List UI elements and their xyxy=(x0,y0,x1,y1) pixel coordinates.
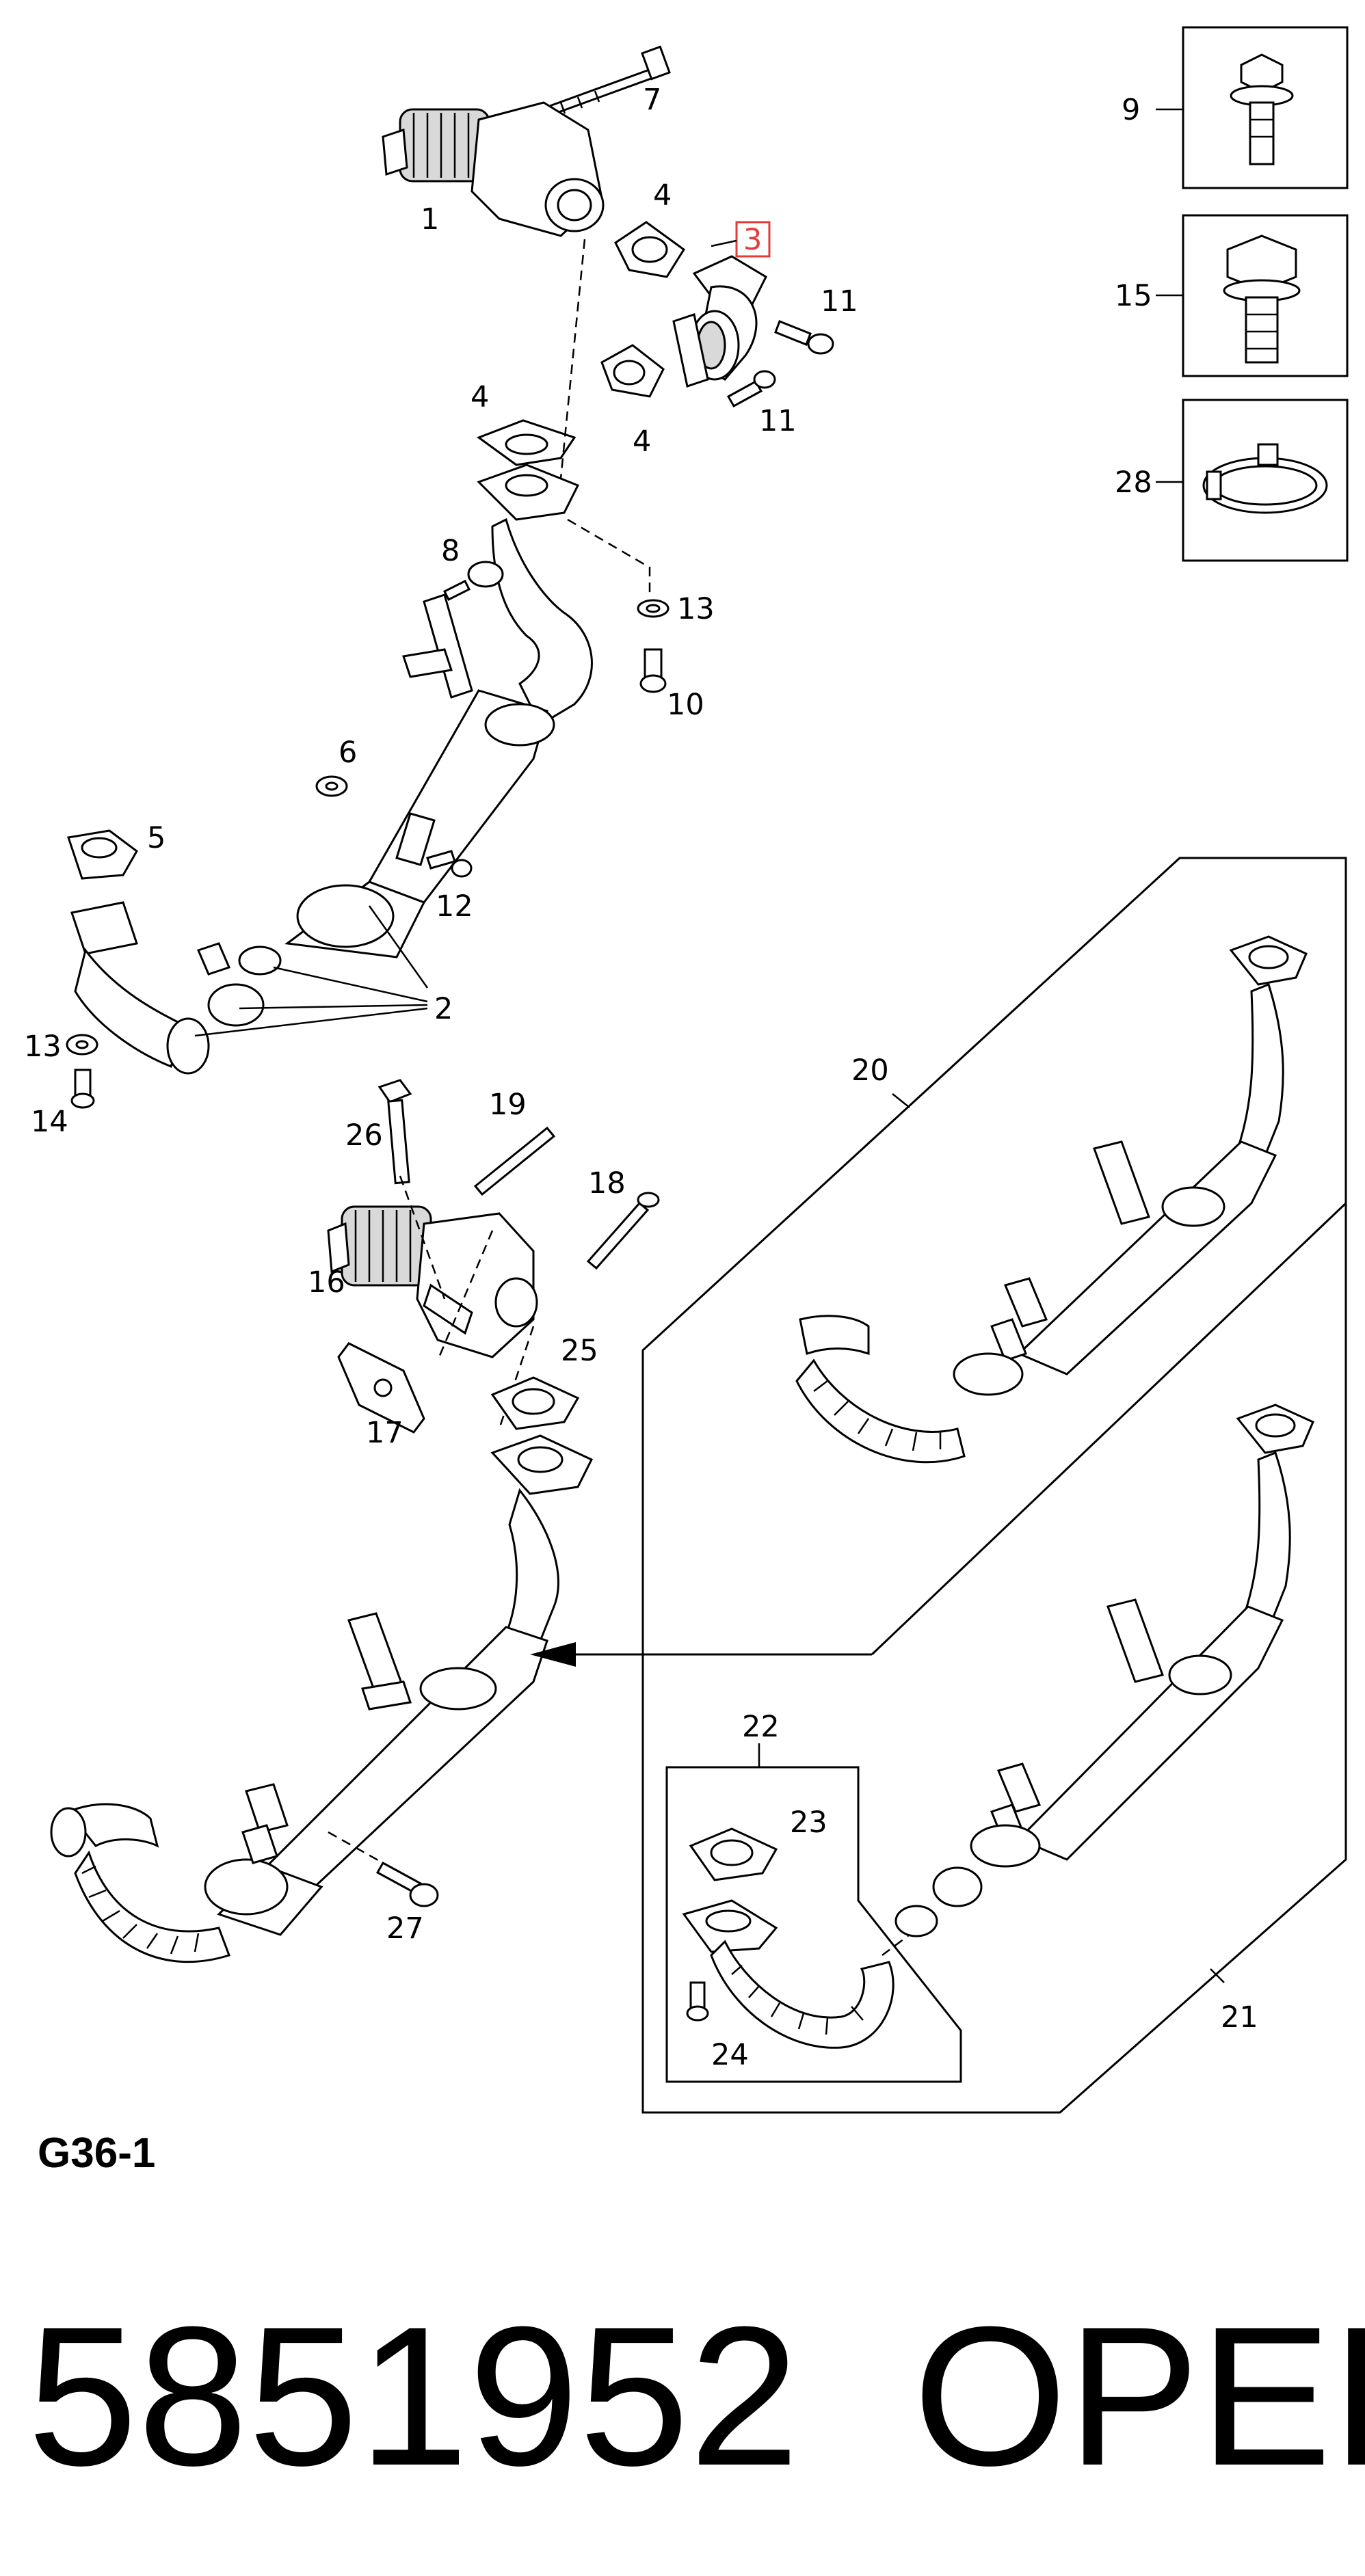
callout-25: 25 xyxy=(561,1334,598,1368)
callout-4-mid-right: 4 xyxy=(633,425,651,459)
plate-17 xyxy=(337,1342,425,1434)
bolt-8 xyxy=(442,561,504,602)
callout-20: 20 xyxy=(851,1054,889,1088)
callout-3: 3 xyxy=(743,223,762,257)
callout-27: 27 xyxy=(386,1911,424,1946)
variant-21-cooler xyxy=(894,1404,1314,1937)
callout-28: 28 xyxy=(1115,466,1152,500)
bolt-14 xyxy=(70,1069,95,1109)
gasket-4-left xyxy=(476,419,577,466)
callout-23: 23 xyxy=(790,1806,827,1840)
kit-box-22 xyxy=(665,1743,962,2083)
arrow-head xyxy=(530,1642,576,1667)
variant-frame xyxy=(530,857,1347,2114)
brand-name: OPEL xyxy=(913,2285,1365,2507)
gasket-4-top xyxy=(614,221,686,278)
callout-4-top: 4 xyxy=(653,178,672,213)
callout-4-left: 4 xyxy=(471,380,489,414)
callout-14: 14 xyxy=(31,1105,68,1139)
callout-15: 15 xyxy=(1115,279,1152,313)
callout-3-highlight xyxy=(735,221,771,258)
callout-6: 6 xyxy=(339,736,357,770)
washer-13-upper xyxy=(637,599,670,618)
callout-16: 16 xyxy=(308,1265,345,1300)
egr-valve-1 xyxy=(382,101,605,237)
egr-cooler-upper xyxy=(284,464,593,958)
callout-13-lower: 13 xyxy=(24,1030,62,1064)
bolt-11-upper xyxy=(774,320,834,355)
hardware-box-15 xyxy=(1156,214,1349,377)
callout-1: 1 xyxy=(421,202,439,237)
callout-13-upper: 13 xyxy=(677,592,715,626)
bolt-27 xyxy=(375,1861,439,1907)
variant-20-cooler xyxy=(795,935,1308,1464)
bolt-12 xyxy=(426,850,473,878)
pipe-24 xyxy=(682,1899,894,2049)
callout-26: 26 xyxy=(345,1118,383,1153)
washer-6 xyxy=(315,775,348,797)
callout-2: 2 xyxy=(434,992,453,1026)
callout-11-lower: 11 xyxy=(759,404,797,438)
egr-pipe-3 xyxy=(672,255,767,388)
callout-10: 10 xyxy=(667,688,704,722)
callout-19: 19 xyxy=(489,1088,527,1122)
callout-21: 21 xyxy=(1221,2000,1258,2035)
washer-13-lower xyxy=(66,1034,98,1056)
gasket-25 xyxy=(490,1376,580,1430)
bolt-18 xyxy=(586,1192,660,1270)
part-number: 5851952 xyxy=(27,2285,799,2507)
hardware-box-9 xyxy=(1156,26,1349,189)
callout-24: 24 xyxy=(711,2038,749,2072)
callout-5: 5 xyxy=(147,821,165,855)
callout-7: 7 xyxy=(643,83,661,117)
bolt-26 xyxy=(377,1079,412,1185)
diagram-code: G36-1 xyxy=(38,2130,155,2177)
bolt-10 xyxy=(639,648,667,693)
callout-9: 9 xyxy=(1122,93,1140,127)
bolt-11-lower xyxy=(726,370,776,408)
callout-17: 17 xyxy=(366,1416,403,1450)
egr-valve-16 xyxy=(327,1205,538,1358)
hardware-box-28 xyxy=(1156,399,1349,562)
callout-8: 8 xyxy=(441,534,460,568)
gasket-4-mid-right xyxy=(600,344,665,398)
callout-18: 18 xyxy=(588,1166,626,1200)
pipe-5 xyxy=(67,829,282,1075)
callout-12: 12 xyxy=(436,889,473,924)
egr-cooler-lower xyxy=(50,1434,594,1963)
callout-11-upper: 11 xyxy=(821,284,858,319)
callout-22: 22 xyxy=(742,1710,780,1744)
gasket-23 xyxy=(689,1827,778,1881)
stud-19 xyxy=(473,1126,556,1196)
